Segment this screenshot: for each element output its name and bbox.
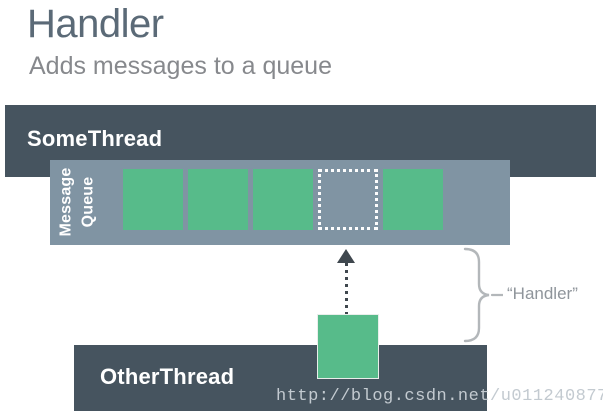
some-thread-label: SomeThread [27, 126, 163, 151]
queue-message-square [383, 169, 443, 230]
watermark-url: http://blog.csdn.net/u011240877 [276, 387, 603, 406]
message-queue-panel: Message Queue [50, 160, 510, 245]
page-title: Handler [27, 2, 164, 46]
queue-message-square [123, 169, 183, 230]
curly-brace-icon [463, 247, 503, 343]
arrow-up-head-icon [337, 249, 355, 263]
other-thread-label: OtherThread [100, 364, 235, 389]
dotted-arrow-up-icon [345, 263, 348, 314]
queue-placeholder-slot [318, 169, 378, 230]
queue-message-square [188, 169, 248, 230]
message-queue-label: Message Queue [50, 160, 104, 245]
page-subtitle: Adds messages to a queue [29, 52, 332, 80]
message-queue-label-line1: Message [57, 167, 75, 237]
incoming-message-square [317, 314, 379, 379]
message-queue-label-line2: Queue [79, 176, 97, 228]
queue-message-square [253, 169, 313, 230]
handler-annotation-label: “Handler” [507, 284, 578, 303]
other-thread-bar: OtherThread [74, 345, 487, 411]
queue-slots [123, 169, 443, 230]
